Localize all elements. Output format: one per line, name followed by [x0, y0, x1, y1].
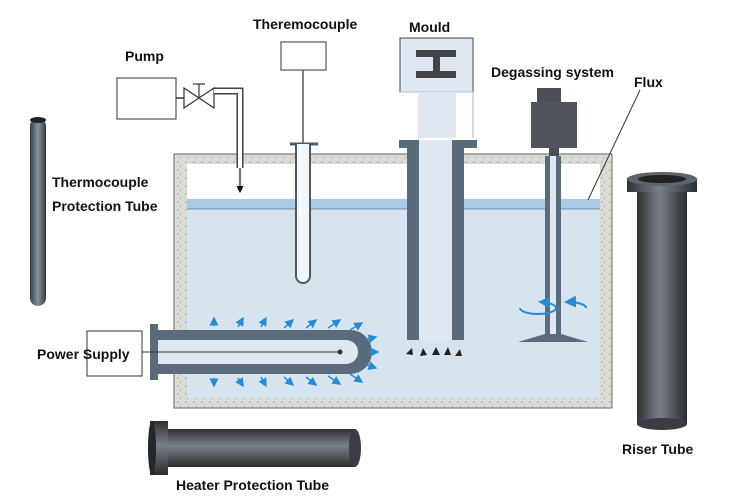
thermocouple: [280, 41, 327, 284]
pump: [116, 77, 184, 120]
label-mould: Mould: [409, 19, 451, 35]
mould: [399, 37, 474, 138]
flux-leader-line: [587, 89, 641, 201]
label-power-supply: Power Supply: [37, 346, 130, 362]
gas-pipe: [214, 87, 244, 194]
degassing-system: [518, 88, 588, 342]
label-pump: Pump: [125, 48, 164, 64]
label-flux: Flux: [634, 74, 663, 90]
inflow-arrows: [406, 347, 462, 356]
riser-feed-tube: [399, 140, 477, 340]
heater-protection-tube: [148, 421, 361, 475]
label-heater-protection-tube: Heater Protection Tube: [176, 477, 329, 493]
power-supply: [86, 330, 143, 377]
valve-icon: [183, 83, 215, 110]
thermocouple-display: [280, 41, 327, 71]
label-degassing-system: Degassing system: [491, 64, 614, 80]
heater-assembly: [142, 324, 372, 380]
label-thermocouple-protection-tube-1: Thermocouple: [52, 174, 149, 190]
heat-arrows: [209, 316, 380, 388]
label-thermocouple-protection-tube-2: Protection Tube: [52, 198, 158, 214]
thermocouple-protection-tube: [30, 117, 46, 306]
flux-layer: [187, 199, 600, 209]
label-thermocouple: Theremocouple: [253, 16, 358, 32]
riser-tube: [627, 172, 697, 430]
label-riser-tube: Riser Tube: [622, 441, 694, 457]
